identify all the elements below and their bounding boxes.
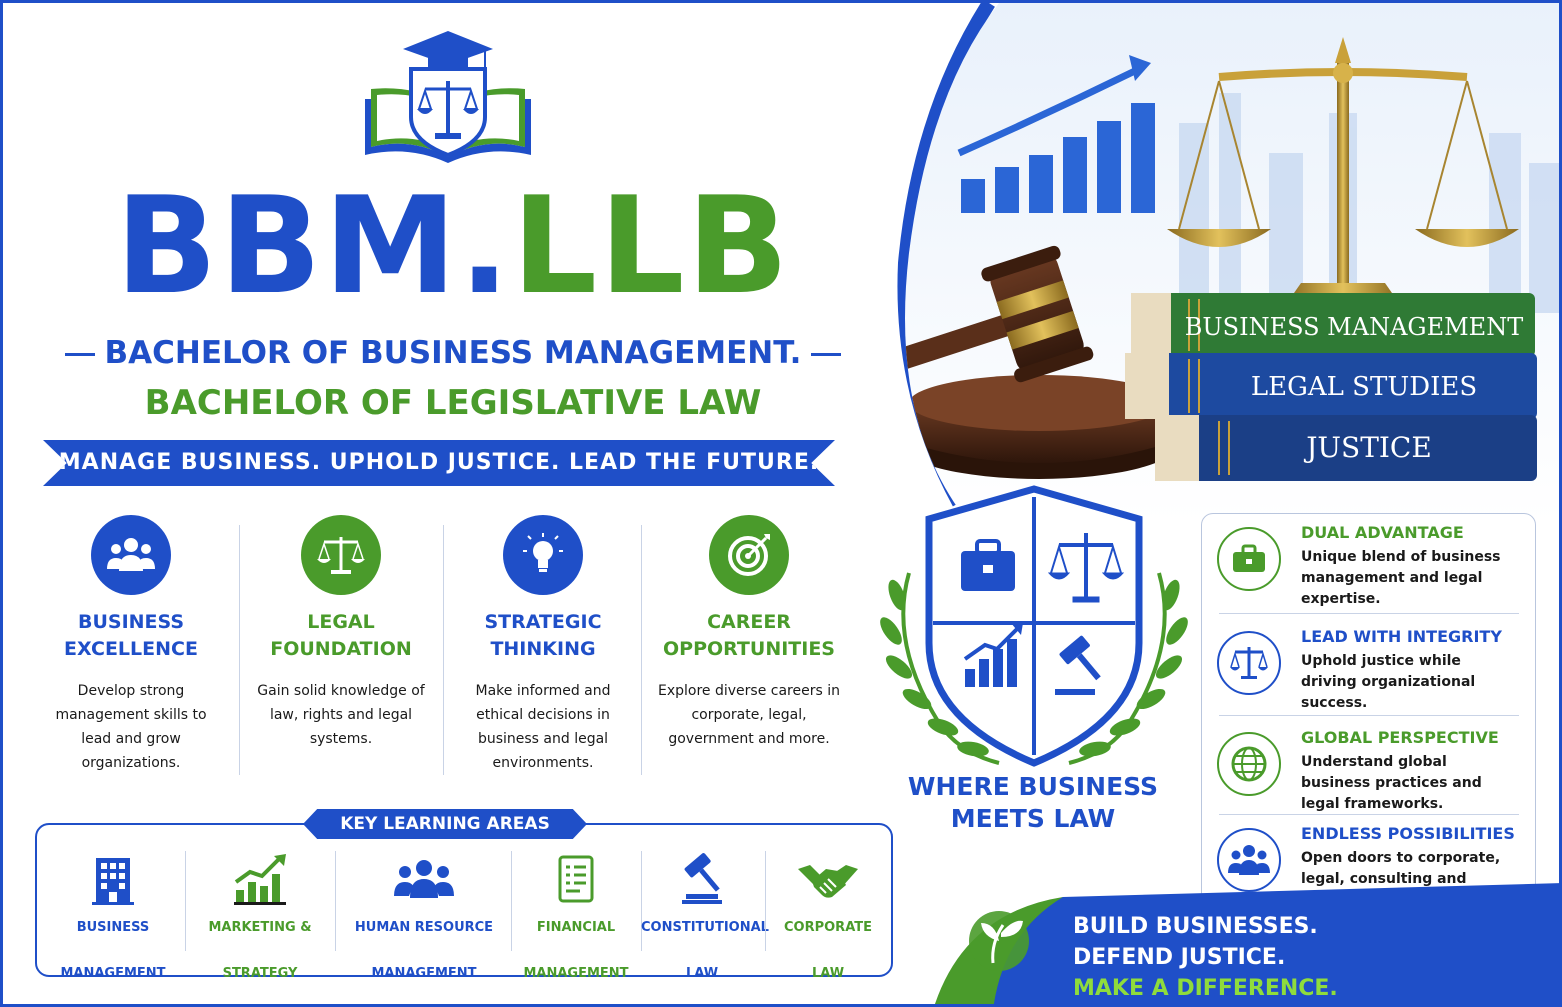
globe-icon xyxy=(1217,732,1281,796)
leaf-icon xyxy=(969,911,1029,971)
tagline-banner: MANAGE BUSINESS. UPHOLD JUSTICE. LEAD TH… xyxy=(43,440,835,486)
advantage-text: Understand global business practices and… xyxy=(1301,754,1482,812)
advantage-divider xyxy=(1219,715,1519,716)
book-label-top: BUSINESS MANAGEMENT xyxy=(1185,313,1523,341)
hero-law-business-illustration: BUSINESS MANAGEMENT LEGAL STUDIES JUSTIC… xyxy=(897,3,1559,523)
closing-banner xyxy=(935,883,1559,1004)
closing-line-2: DEFEND JUSTICE. xyxy=(1073,945,1286,970)
advantage-dual: DUAL ADVANTAGE Unique blend of business … xyxy=(1211,515,1521,615)
people-icon xyxy=(91,515,171,595)
advantage-global: GLOBAL PERSPECTIVE Understand global bus… xyxy=(1211,720,1521,820)
dash-left xyxy=(64,353,95,356)
dash-right xyxy=(811,353,842,356)
book-label-middle: LEGAL STUDIES xyxy=(1251,372,1477,402)
key-learning-heading: KEY LEARNING AREAS xyxy=(303,809,587,839)
closing-text: BUILD BUSINESSES. DEFEND JUSTICE. MAKE A D… xyxy=(1073,911,1338,1004)
building-icon xyxy=(43,849,183,909)
book-label-bottom: JUSTICE xyxy=(1303,431,1432,464)
briefcase-icon xyxy=(1217,527,1281,591)
advantage-integrity: LEAD WITH INTEGRITY Uphold justice while… xyxy=(1211,619,1521,719)
scales-icon xyxy=(1217,631,1281,695)
subtitle-law: BACHELOR OF LEGISLATIVE LAW xyxy=(144,383,762,423)
advantage-title: LEAD WITH INTEGRITY xyxy=(1301,627,1502,646)
advantage-divider xyxy=(1219,814,1519,815)
learning-divider xyxy=(511,851,512,951)
feature-divider xyxy=(443,525,444,775)
feature-text: Develop strong management skills to lead… xyxy=(55,683,207,771)
briefcase-icon xyxy=(961,539,1015,591)
gavel-icon xyxy=(641,849,763,909)
scales-icon xyxy=(301,515,381,595)
people-icon xyxy=(1217,828,1281,892)
target-icon xyxy=(709,515,789,595)
advantage-title: GLOBAL PERSPECTIVE xyxy=(1301,728,1499,747)
handshake-icon xyxy=(767,849,889,909)
subtitle-line-1: BACHELOR OF BUSINESS MANAGEMENT. xyxy=(104,335,802,371)
program-title: BBM.LLB xyxy=(43,171,863,321)
feature-text: Explore diverse careers in corporate, le… xyxy=(658,683,840,747)
subtitle-business: BACHELOR OF BUSINESS MANAGEMENT. xyxy=(43,335,863,371)
learning-divider xyxy=(765,851,766,951)
title-bbm: BBM. xyxy=(115,168,512,324)
feature-text: Gain solid knowledge of law, rights and … xyxy=(257,683,425,747)
advantage-title: ENDLESS POSSIBILITIES xyxy=(1301,824,1515,843)
advantage-title: DUAL ADVANTAGE xyxy=(1301,523,1464,542)
learning-divider xyxy=(335,851,336,951)
closing-line-3: MAKE A DIFFERENCE. xyxy=(1073,976,1338,1001)
learning-divider xyxy=(641,851,642,951)
advantage-text: Unique blend of business management and … xyxy=(1301,549,1501,607)
team-icon xyxy=(343,849,505,909)
feature-text: Make informed and ethical decisions in b… xyxy=(475,683,611,771)
document-icon xyxy=(515,849,637,909)
graduation-scales-logo-icon xyxy=(365,31,531,163)
advantage-text: Uphold justice while driving organizatio… xyxy=(1301,653,1476,711)
learning-area-marketing-strategy: MARKETING &STRATEGY xyxy=(189,849,331,981)
growth-chart-icon xyxy=(189,849,331,909)
feature-divider xyxy=(239,525,240,775)
closing-line-1: BUILD BUSINESSES. xyxy=(1073,914,1318,939)
crest-shield-icon xyxy=(880,485,1188,767)
lightbulb-icon xyxy=(503,515,583,595)
feature-divider xyxy=(641,525,642,775)
learning-divider xyxy=(185,851,186,951)
title-llb: LLB xyxy=(511,168,791,324)
learning-area-label: MARKETING &STRATEGY xyxy=(208,920,312,981)
advantage-divider xyxy=(1219,613,1519,614)
